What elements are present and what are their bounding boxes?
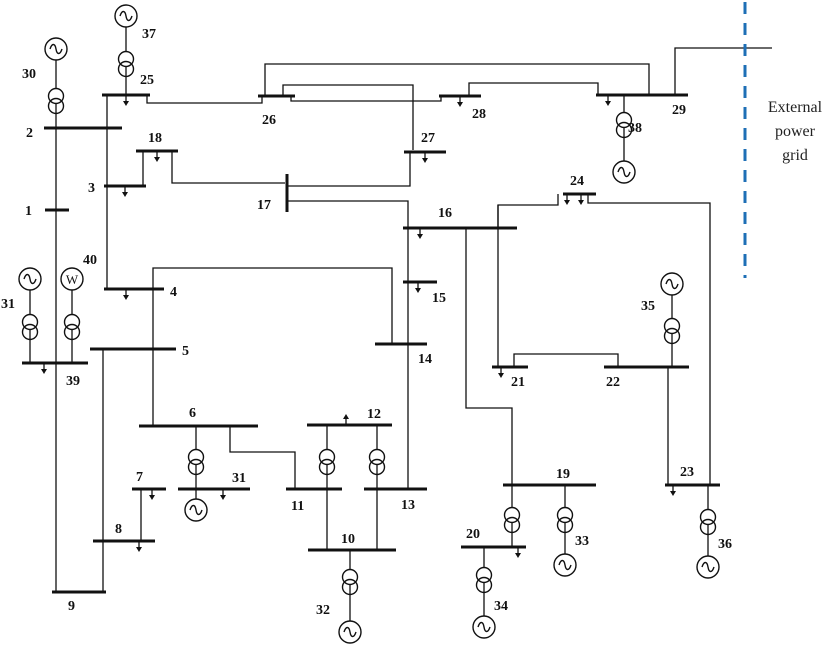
label-bus-28: 28	[472, 107, 486, 122]
label-bus-8: 8	[115, 522, 122, 537]
external-grid-label-3: grid	[782, 147, 808, 164]
label-bus-14: 14	[418, 352, 432, 367]
label-bus-9: 9	[68, 599, 75, 614]
label-bus-16: 16	[438, 206, 452, 221]
label-bus-26: 26	[262, 113, 276, 128]
label-bus-15: 15	[432, 291, 446, 306]
label-bus-1: 1	[25, 204, 32, 219]
label-bus-24: 24	[570, 174, 584, 189]
generator-37-icon	[114, 4, 138, 28]
label-bus-3: 3	[88, 181, 95, 196]
svg-text:W: W	[66, 272, 79, 287]
generator-38-icon	[612, 160, 636, 184]
label-bus-21: 21	[511, 375, 525, 390]
label-bus-4: 4	[170, 285, 177, 300]
transmission-lines	[55, 47, 772, 592]
wind-generator-icon: W	[60, 267, 84, 291]
label-gen-35: 35	[641, 299, 655, 314]
label-bus-6: 6	[189, 406, 196, 421]
label-bus-10: 10	[341, 532, 355, 547]
label-bus-19: 19	[556, 467, 570, 482]
label-gen-32: 32	[316, 603, 330, 618]
label-bus-2: 2	[26, 126, 33, 141]
generator-31-icon	[18, 267, 42, 291]
generator-32-icon	[338, 620, 362, 644]
external-grid-label-1: External	[768, 99, 823, 116]
label-bus-23: 23	[680, 465, 694, 480]
label-gen-36: 36	[718, 537, 732, 552]
generator-30-icon	[44, 37, 68, 61]
label-gen-30: 30	[22, 67, 36, 82]
label-bus-17: 17	[257, 198, 271, 213]
label-bus-29: 29	[672, 103, 686, 118]
label-gen-38: 38	[628, 121, 642, 136]
generator-33-icon	[553, 553, 577, 577]
generators: W	[18, 4, 720, 644]
buses	[22, 93, 720, 594]
label-gen-34: 34	[494, 599, 508, 614]
transformers	[21, 50, 717, 596]
bus-labels: 1 2 3 4 5 6 7 8 9 10 11 12 13 14 15 16 1…	[1, 27, 732, 618]
external-grid-label-2: power	[775, 123, 816, 140]
label-bus-22: 22	[606, 375, 620, 390]
label-bus-20: 20	[466, 527, 480, 542]
generator-34-icon	[472, 615, 496, 639]
generator-31b-icon	[184, 498, 208, 522]
label-gen-31: 31	[1, 297, 15, 312]
label-bus-5: 5	[182, 344, 189, 359]
label-bus-12: 12	[367, 407, 381, 422]
label-bus-7: 7	[136, 470, 143, 485]
label-bus-11: 11	[291, 499, 304, 514]
label-gen-40: 40	[83, 253, 97, 268]
label-bus-27: 27	[421, 131, 435, 146]
generator-35-icon	[660, 272, 684, 296]
label-gen-31b: 31	[232, 471, 246, 486]
label-bus-18: 18	[148, 131, 162, 146]
label-gen-33: 33	[575, 534, 589, 549]
generator-36-icon	[696, 555, 720, 579]
label-bus-39: 39	[66, 374, 80, 389]
label-gen-37: 37	[142, 27, 156, 42]
label-bus-13: 13	[401, 498, 415, 513]
label-bus-25: 25	[140, 73, 154, 88]
